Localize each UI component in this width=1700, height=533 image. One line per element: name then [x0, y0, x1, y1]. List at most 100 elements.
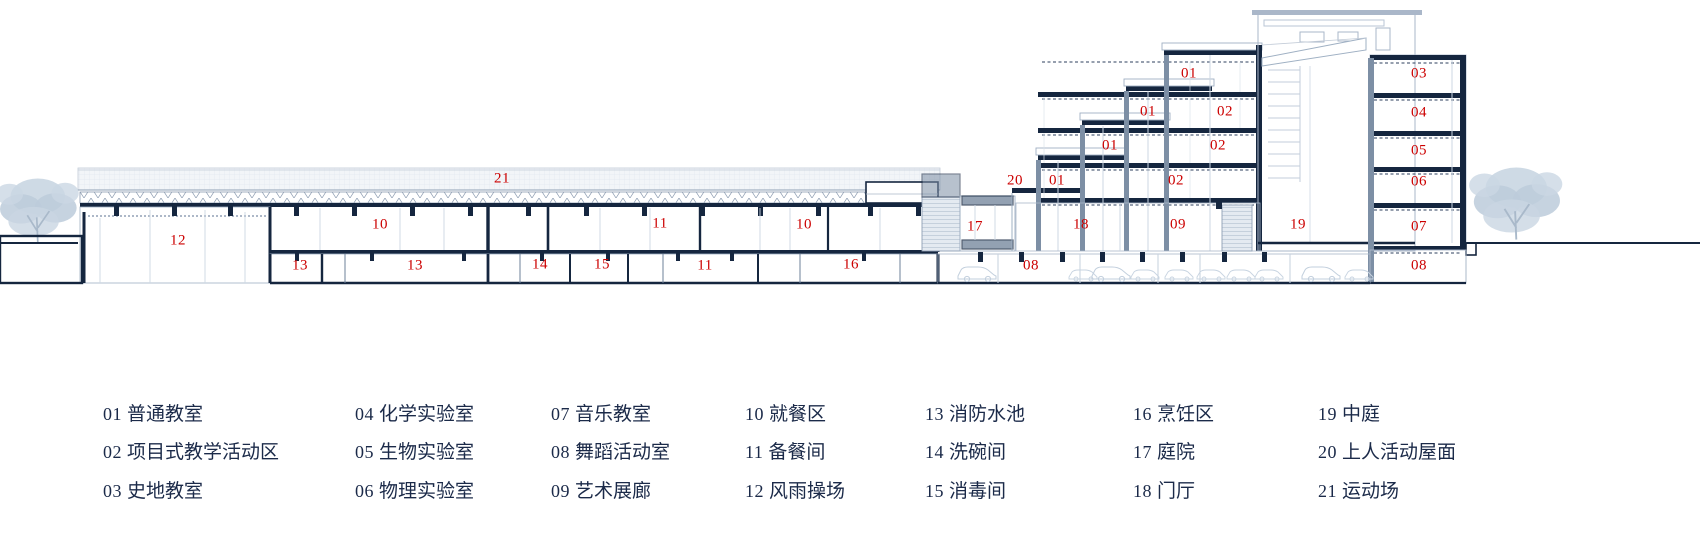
legend-label-21: 运动场 [1342, 481, 1400, 502]
legend-number-07: 07 [551, 404, 570, 424]
legend-number-03: 03 [103, 481, 122, 501]
legend-label-11: 备餐间 [768, 442, 826, 463]
room-label-08-29: 08 [1411, 257, 1427, 274]
atrium-stair [1268, 66, 1301, 182]
legend-number-10: 10 [745, 404, 764, 424]
room-label-11-7: 11 [652, 215, 668, 232]
room-label-06-27: 06 [1411, 173, 1427, 190]
room-label-12-1: 12 [170, 232, 186, 249]
legend-number-14: 14 [925, 442, 944, 462]
legend-number-16: 16 [1133, 404, 1152, 424]
stepped-ground-floor [1015, 198, 1261, 252]
stepped-terraces [1035, 42, 1263, 160]
legend-label-12: 风雨操场 [769, 481, 846, 502]
legend-number-19: 19 [1318, 404, 1337, 424]
room-label-02-16: 02 [1217, 103, 1233, 120]
room-label-13-4: 13 [407, 257, 423, 274]
room-label-21-0: 21 [494, 170, 510, 187]
room-label-10-2: 10 [372, 216, 388, 233]
legend-number-04: 04 [355, 404, 374, 424]
basement-parking [937, 252, 1374, 285]
legend-number-17: 17 [1133, 442, 1152, 462]
legend-number-20: 20 [1318, 442, 1337, 462]
room-label-10-9: 10 [796, 216, 812, 233]
legend-label-18: 门厅 [1157, 481, 1196, 502]
room-label-14-5: 14 [532, 256, 548, 273]
room-label-17-11: 17 [967, 218, 983, 235]
room-label-01-19: 01 [1049, 172, 1065, 189]
sports-field-roof [77, 167, 941, 191]
legend-label-09: 艺术展廊 [575, 481, 652, 502]
roof-slab [80, 203, 937, 207]
legend-number-06: 06 [355, 481, 374, 501]
room-label-01-15: 01 [1140, 103, 1156, 120]
legend-label-10: 就餐区 [769, 404, 827, 425]
legend-number-18: 18 [1133, 481, 1152, 501]
room-label-11-8: 11 [697, 257, 713, 274]
legend-label-19: 中庭 [1342, 404, 1381, 425]
level1-floor-slab [270, 250, 938, 254]
legend-label-15: 消毒间 [949, 481, 1007, 502]
room-label-07-28: 07 [1411, 218, 1427, 235]
legend-number-08: 08 [551, 442, 570, 462]
stepped-floor-slabs [1038, 61, 1260, 206]
legend-label-02: 项目式教学活动区 [127, 442, 280, 463]
room-label-01-17: 01 [1102, 137, 1118, 154]
central-stair [921, 173, 961, 252]
legend-number-13: 13 [925, 404, 944, 424]
room-label-16-10: 16 [843, 256, 859, 273]
legend-label-05: 生物实验室 [379, 442, 475, 463]
legend-label-16: 烹饪区 [1157, 404, 1215, 425]
room-label-02-18: 02 [1210, 137, 1226, 154]
legend-number-11: 11 [745, 442, 764, 462]
room-label-09-22: 09 [1170, 216, 1186, 233]
room-label-19-23: 19 [1290, 216, 1306, 233]
room-label-18-21: 18 [1073, 216, 1089, 233]
tree-left [0, 177, 80, 244]
room-label-03-24: 03 [1411, 65, 1427, 82]
legend-label-01: 普通教室 [127, 404, 204, 425]
facade-detail-lines [1043, 62, 1241, 198]
legend-label-08: 舞蹈活动室 [575, 442, 671, 463]
legend-label-20: 上人活动屋面 [1342, 442, 1457, 463]
legend-number-12: 12 [745, 481, 764, 501]
roof-terrace-20 [1011, 188, 1080, 251]
legend-number-21: 21 [1318, 481, 1337, 501]
legend-label-14: 洗碗间 [949, 442, 1007, 463]
legend-label-13: 消防水池 [949, 404, 1026, 425]
roof-truss [79, 191, 938, 204]
legend-label-07: 音乐教室 [575, 404, 652, 425]
legend-label-06: 物理实验室 [379, 481, 475, 502]
right-tower [1368, 54, 1477, 285]
room-label-01-14: 01 [1181, 65, 1197, 82]
courtyard-17 [959, 195, 1016, 252]
room-label-13-3: 13 [292, 257, 308, 274]
legend-number-15: 15 [925, 481, 944, 501]
room-label-05-26: 05 [1411, 142, 1427, 159]
room-label-15-6: 15 [594, 256, 610, 273]
room-label-08-13: 08 [1023, 257, 1039, 274]
legend-label-03: 史地教室 [127, 481, 204, 502]
level1-partitions [268, 200, 940, 252]
atrium-19 [1252, 10, 1422, 252]
legend-label-17: 庭院 [1157, 442, 1196, 463]
